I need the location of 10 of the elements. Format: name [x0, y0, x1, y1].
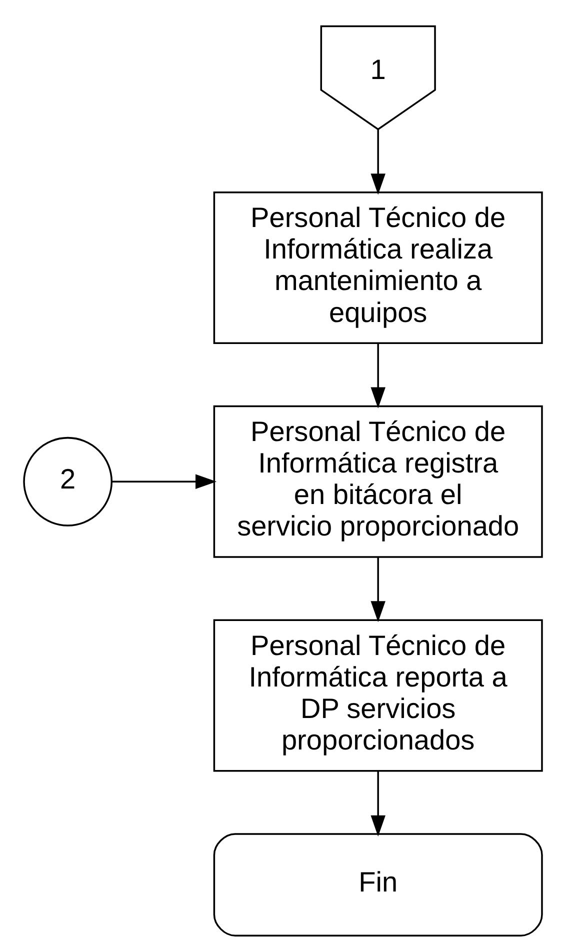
node-box: Personal Técnico de Informática registra en bitácora el servicio proporcionado: [213, 405, 543, 558]
node-circle: 2: [23, 436, 113, 526]
arrow: [370, 771, 386, 836]
node-box: Fin: [213, 833, 543, 936]
arrow: [370, 344, 386, 408]
arrow: [370, 130, 386, 195]
node-box: Personal Técnico de Informática realiza mantenimiento a equipos: [213, 192, 543, 344]
arrow: [370, 558, 386, 622]
arrow: [112, 474, 217, 489]
node-box: Personal Técnico de Informática reporta a DP servicios proporcionados: [213, 619, 543, 772]
